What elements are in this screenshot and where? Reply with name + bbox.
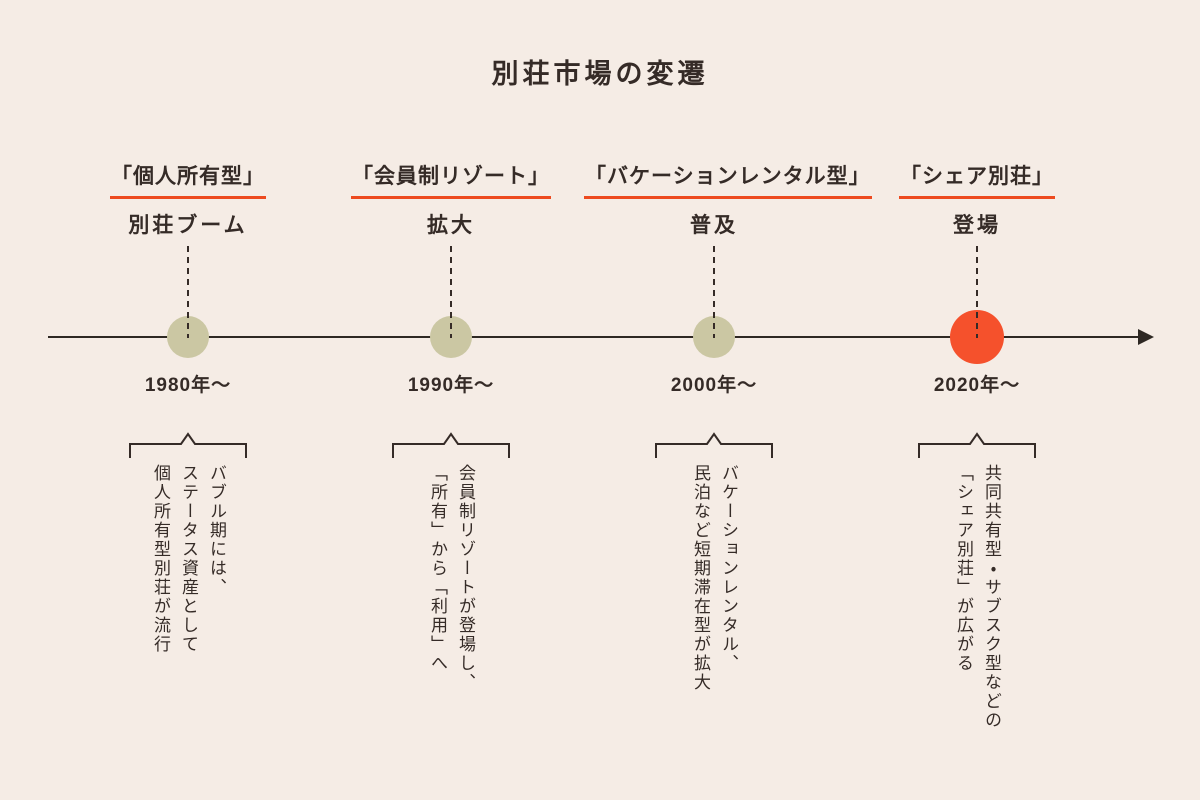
milestone-year: 2020年〜: [933, 375, 1021, 396]
milestone-heading: 「バケーションレンタル型」 普及: [584, 160, 872, 239]
arrow-right-icon: [1138, 329, 1154, 345]
milestone-heading: 「会員制リゾート」 拡大: [321, 160, 581, 239]
brace-icon: [129, 432, 247, 458]
brace-icon: [655, 432, 773, 458]
milestone-sublabel: 普及: [690, 214, 738, 237]
milestone-description-wrap: 会員制リゾートが登場し、 「所有」から「利用」へ: [321, 464, 581, 784]
milestone-year: 1990年〜: [407, 375, 495, 396]
milestone-description: 会員制リゾートが登場し、 「所有」から「利用」へ: [428, 464, 475, 692]
milestone-2000: 「バケーションレンタル型」 普及 2000年〜 バケーションレンタル、 民泊など…: [584, 160, 872, 790]
milestone-1980: 「個人所有型」 別荘ブーム 1980年〜 バブル期には、 ステータス資産として …: [58, 160, 318, 790]
milestone-sublabel: 登場: [953, 214, 1001, 237]
milestone-1990: 「会員制リゾート」 拡大 1990年〜 会員制リゾートが登場し、 「所有」から「…: [321, 160, 581, 790]
milestone-heading: 「シェア別荘」 登場: [847, 160, 1107, 239]
brace-icon: [392, 432, 510, 458]
dashed-connector: [450, 246, 452, 338]
milestone-year: 2000年〜: [670, 375, 758, 396]
milestone-description: バケーションレンタル、 民泊など短期滞在型が拡大: [691, 464, 738, 692]
dashed-connector: [187, 246, 189, 338]
brace-icon: [918, 432, 1036, 458]
milestone-year: 1980年〜: [144, 375, 232, 396]
milestone-description: 共同共有型・サブスク型などの 「シェア別荘」が広がる: [954, 464, 1001, 730]
milestone-heading: 「個人所有型」 別荘ブーム: [58, 160, 318, 239]
milestone-2020: 「シェア別荘」 登場 2020年〜 共同共有型・サブスク型などの 「シェア別荘」…: [847, 160, 1107, 790]
milestone-description-wrap: 共同共有型・サブスク型などの 「シェア別荘」が広がる: [847, 464, 1107, 784]
milestone-label: 「バケーションレンタル型」: [584, 160, 872, 199]
milestone-label: 「会員制リゾート」: [351, 160, 551, 199]
dashed-connector: [976, 246, 978, 338]
dashed-connector: [713, 246, 715, 338]
milestone-label: 「個人所有型」: [110, 160, 266, 199]
milestone-sublabel: 別荘ブーム: [128, 214, 248, 237]
milestone-description-wrap: バケーションレンタル、 民泊など短期滞在型が拡大: [584, 464, 844, 784]
milestone-description-wrap: バブル期には、 ステータス資産として 個人所有型別荘が流行: [58, 464, 318, 784]
milestone-sublabel: 拡大: [427, 214, 475, 237]
milestone-label: 「シェア別荘」: [899, 160, 1055, 199]
page-title: 別荘市場の変遷: [491, 59, 709, 89]
milestone-description: バブル期には、 ステータス資産として 個人所有型別荘が流行: [151, 464, 226, 654]
